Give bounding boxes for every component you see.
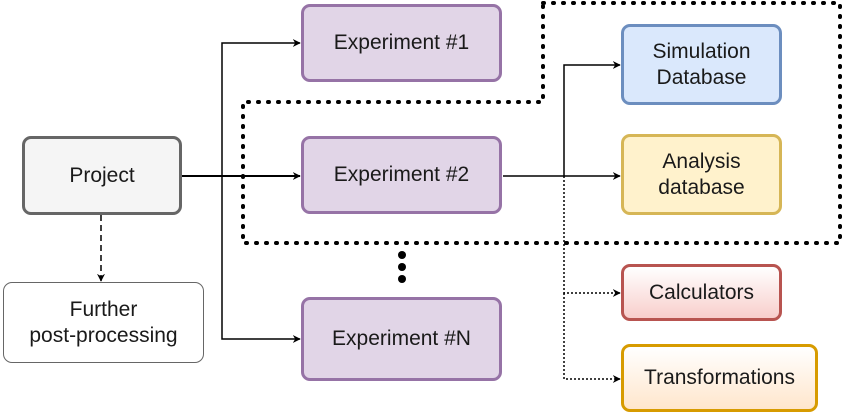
transformations-node: Transformations bbox=[621, 344, 818, 412]
analysis-database-node: Analysis database bbox=[621, 134, 782, 215]
experiment-1-node: Experiment #1 bbox=[301, 4, 502, 82]
edge-exp2-simdb bbox=[563, 61, 621, 176]
edge-project-expN bbox=[221, 176, 301, 343]
project-node: Project bbox=[22, 136, 182, 215]
further-post-processing-node: Further post-processing bbox=[3, 282, 204, 363]
experiment-2-node: Experiment #2 bbox=[301, 136, 502, 214]
simulation-database-node: Simulation Database bbox=[621, 24, 782, 105]
experiment-n-node: Experiment #N bbox=[301, 297, 502, 381]
edge-exp2-calculators bbox=[563, 176, 621, 297]
calculators-node: Calculators bbox=[621, 264, 782, 321]
edge-exp2-transformations bbox=[563, 293, 621, 383]
edge-project-exp1 bbox=[221, 39, 301, 176]
ellipsis-dots bbox=[398, 251, 406, 283]
